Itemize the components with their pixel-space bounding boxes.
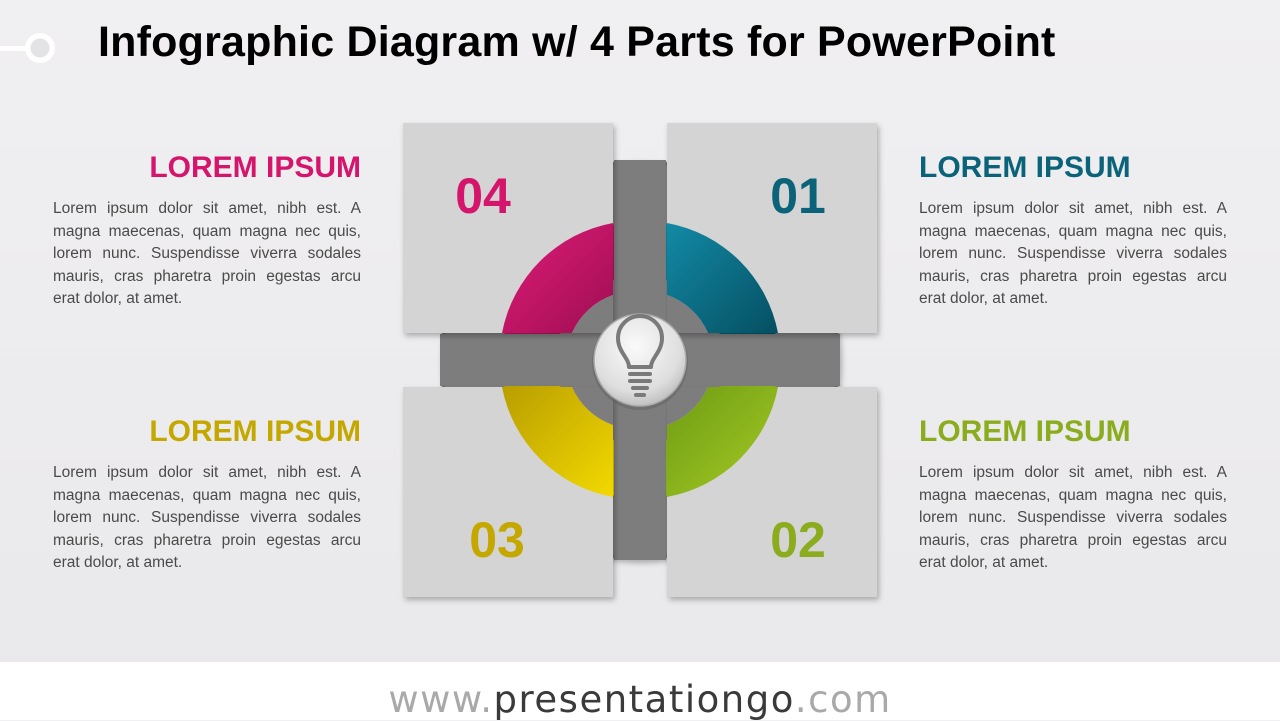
segment-01-overlay	[667, 223, 778, 333]
lightbulb-icon	[616, 314, 664, 397]
hub-edge-tl	[572, 295, 613, 333]
footer-prefix: www.	[388, 678, 494, 721]
page-title: Infographic Diagram w/ 4 Parts for Power…	[98, 18, 1056, 66]
text-block-04: LOREM IPSUM Lorem ipsum dolor sit amet, …	[53, 150, 361, 311]
footer-suffix: .com	[794, 678, 892, 721]
hub-edge-bl	[572, 387, 613, 425]
heading-02: LOREM IPSUM	[919, 415, 1131, 448]
segment-04-overlay	[502, 223, 613, 333]
heading-03: LOREM IPSUM	[149, 415, 361, 448]
heading-01: LOREM IPSUM	[919, 151, 1131, 184]
center-button	[592, 313, 688, 410]
segment-02-overlay	[667, 387, 778, 497]
body-03: Lorem ipsum dolor sit amet, nibh est. A …	[53, 464, 361, 571]
body-04: Lorem ipsum dolor sit amet, nibh est. A …	[53, 200, 361, 307]
footer-url[interactable]: www.presentationgo.com	[388, 670, 891, 721]
segment-03-overlay	[502, 387, 613, 497]
heading-04: LOREM IPSUM	[149, 151, 361, 184]
hub-edge-br	[667, 387, 708, 425]
body-02: Lorem ipsum dolor sit amet, nibh est. A …	[919, 464, 1227, 571]
title-ornament-icon	[0, 33, 55, 63]
number-02: 02	[770, 512, 826, 568]
text-block-02: LOREM IPSUM Lorem ipsum dolor sit amet, …	[919, 414, 1227, 575]
number-03: 03	[469, 512, 525, 568]
body-01: Lorem ipsum dolor sit amet, nibh est. A …	[919, 200, 1227, 307]
four-part-diagram: 04 01 03 02	[403, 123, 877, 597]
hub-edge-tr	[667, 295, 708, 333]
number-04: 04	[455, 168, 511, 224]
number-01: 01	[770, 168, 826, 224]
footer-brand: presentationgo	[493, 678, 795, 721]
text-block-03: LOREM IPSUM Lorem ipsum dolor sit amet, …	[53, 414, 361, 575]
footer: www.presentationgo.com	[0, 662, 1280, 721]
text-block-01: LOREM IPSUM Lorem ipsum dolor sit amet, …	[919, 150, 1227, 311]
